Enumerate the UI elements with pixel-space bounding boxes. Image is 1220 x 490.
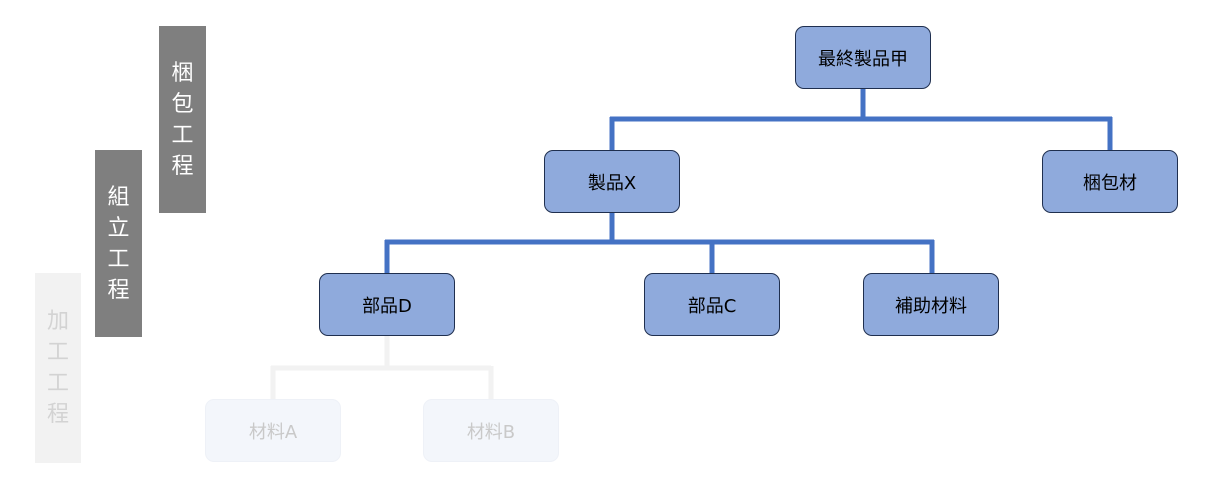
node-material-a: 材料A (205, 399, 341, 462)
stage-char: 程 (46, 402, 69, 427)
stage-bar-packing: 梱 包 工 程 (159, 26, 206, 213)
node-label: 材料A (248, 421, 298, 443)
stage-char: 程 (171, 153, 194, 179)
node-final-product: 最終製品甲 (795, 26, 931, 89)
node-aux-material: 補助材料 (863, 273, 999, 336)
node-label: 最終製品甲 (818, 48, 908, 70)
node-label: 部品C (687, 295, 737, 317)
stage-char: 工 (46, 371, 69, 396)
stage-char: 工 (46, 340, 69, 365)
node-material-b: 材料B (423, 399, 559, 462)
node-packing-material: 梱包材 (1042, 150, 1178, 213)
node-label: 梱包材 (1083, 172, 1137, 194)
stage-char: 包 (171, 91, 194, 117)
stage-char: 立 (107, 215, 130, 241)
stage-char: 加 (46, 309, 69, 334)
node-label: 製品X (587, 172, 637, 194)
node-label: 部品D (362, 295, 412, 317)
node-label: 補助材料 (895, 295, 967, 317)
stage-char: 梱 (171, 60, 194, 86)
node-label: 材料B (466, 421, 516, 443)
stage-char: 程 (107, 277, 130, 303)
active-connectors (384, 89, 1113, 273)
faded-connectors (270, 336, 494, 399)
node-part-d: 部品D (319, 273, 455, 336)
node-product-x: 製品X (544, 150, 680, 213)
stage-bar-processing: 加 工 工 程 (35, 273, 81, 463)
stage-bar-assembly: 組 立 工 程 (95, 150, 142, 337)
node-part-c: 部品C (644, 273, 780, 336)
stage-char: 工 (171, 122, 194, 148)
stage-char: 工 (107, 246, 130, 272)
stage-char: 組 (107, 184, 130, 210)
